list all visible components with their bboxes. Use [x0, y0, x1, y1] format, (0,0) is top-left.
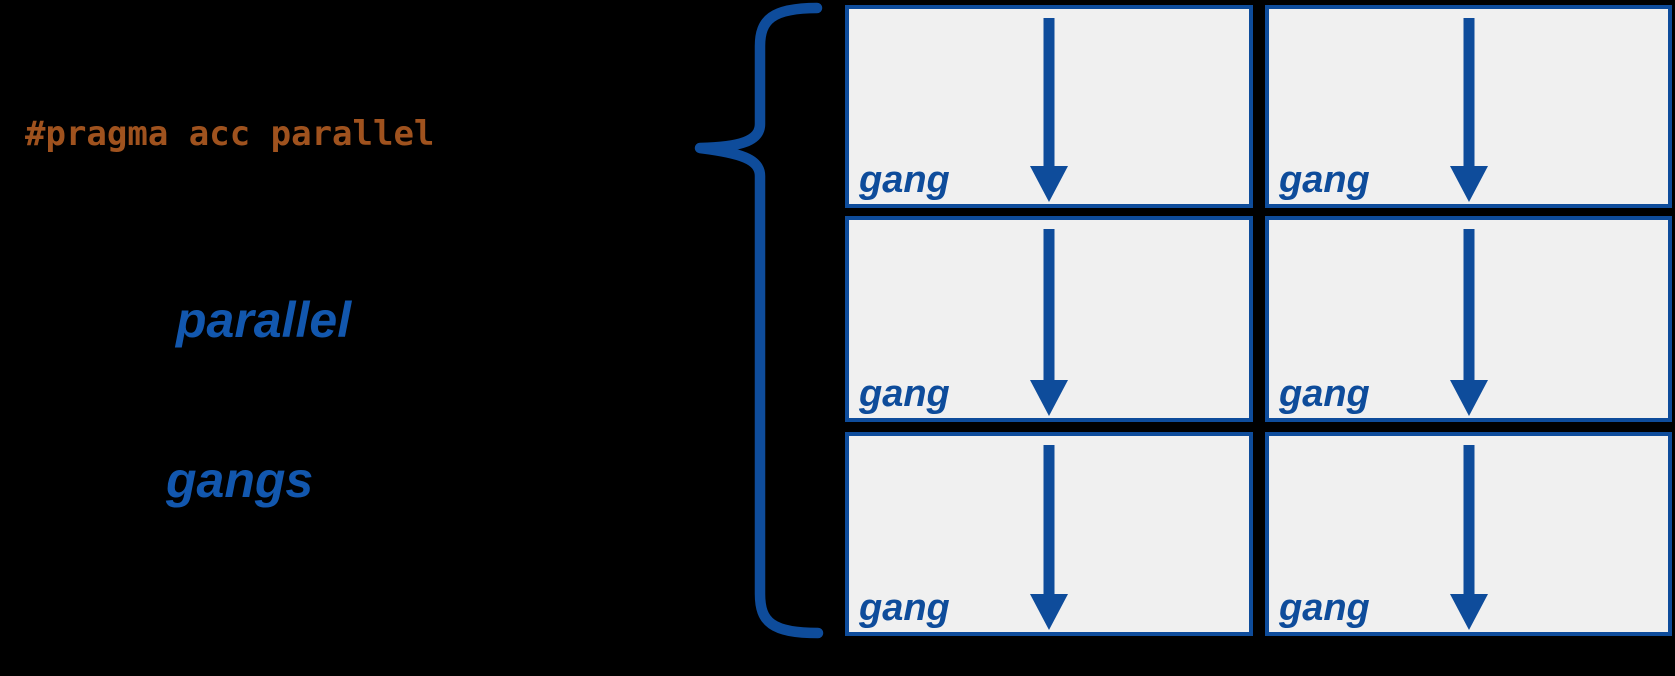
down-arrow-icon: [1449, 445, 1488, 630]
gang-box: gang: [845, 432, 1253, 636]
curly-brace-icon: [694, 2, 824, 639]
arrow-shaft: [1043, 18, 1055, 170]
gang-label: gang: [1279, 159, 1370, 201]
keyword-parallel: parallel: [176, 292, 352, 348]
down-arrow-icon: [1030, 18, 1068, 202]
arrow-head: [1030, 166, 1068, 202]
gang-box: gang: [1265, 432, 1672, 636]
down-arrow-icon: [1030, 445, 1068, 630]
arrow-head: [1030, 380, 1068, 416]
gang-label: gang: [859, 159, 950, 201]
arrow-shaft: [1463, 18, 1474, 170]
arrow-head: [1030, 594, 1068, 630]
gang-label: gang: [1279, 587, 1370, 629]
gang-label: gang: [1279, 373, 1370, 415]
arrow-head: [1449, 594, 1488, 630]
down-arrow-icon: [1449, 18, 1488, 202]
gang-label: gang: [859, 587, 950, 629]
down-arrow-icon: [1030, 229, 1068, 416]
keyword-gangs: gangs: [166, 452, 314, 508]
gang-box: gang: [845, 5, 1253, 208]
arrow-shaft: [1043, 445, 1055, 598]
gang-box: gang: [1265, 5, 1672, 208]
pragma-code-text: #pragma acc parallel: [25, 114, 435, 154]
arrow-shaft: [1043, 229, 1055, 384]
gang-box: gang: [845, 216, 1253, 422]
arrow-shaft: [1463, 229, 1474, 384]
arrow-shaft: [1463, 445, 1474, 598]
down-arrow-icon: [1449, 229, 1488, 416]
arrow-head: [1449, 380, 1488, 416]
gang-label: gang: [859, 373, 950, 415]
gang-box: gang: [1265, 216, 1672, 422]
arrow-head: [1449, 166, 1488, 202]
